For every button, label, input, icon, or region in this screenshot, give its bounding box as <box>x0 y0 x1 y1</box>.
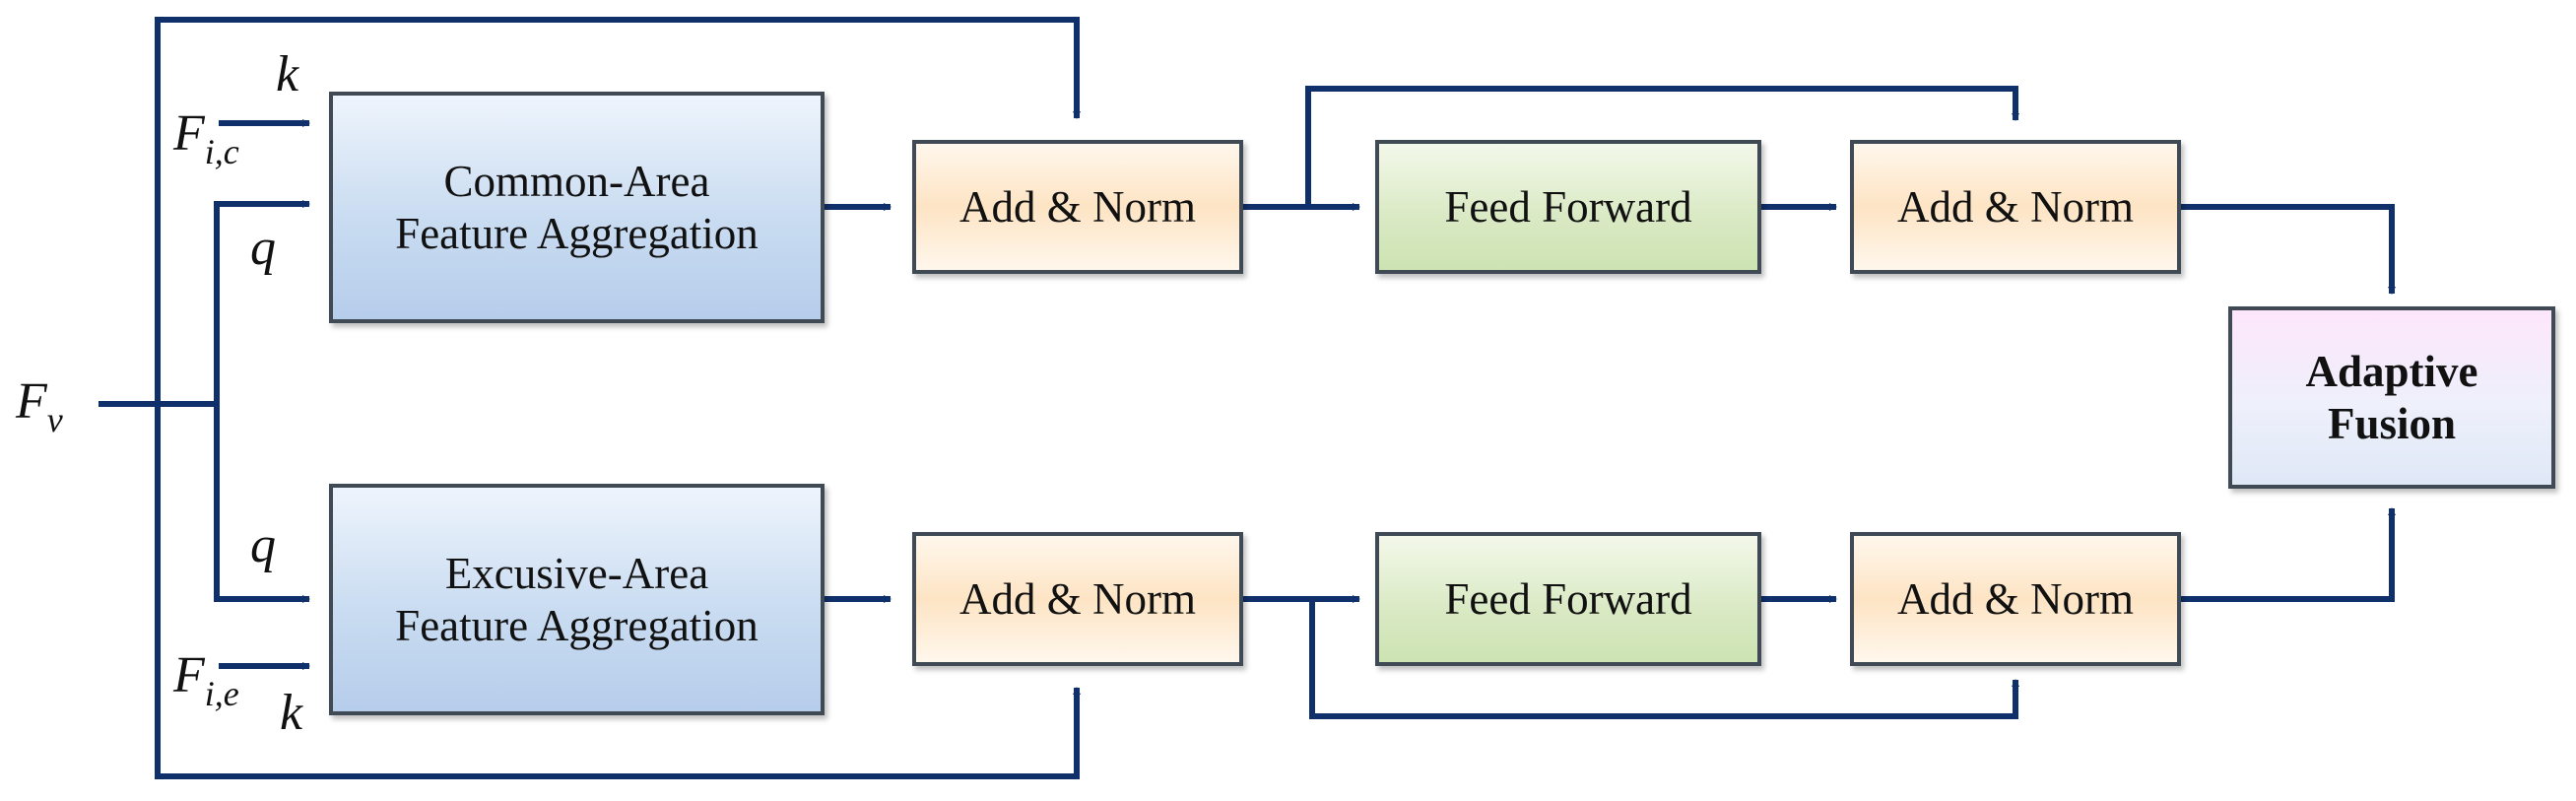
add-norm-4-label: Add & Norm <box>1897 573 2134 624</box>
add-norm-box-1: Add & Norm <box>912 140 1243 274</box>
skip-top <box>1305 86 2019 207</box>
common-area-aggregation-box: Common-Area Feature Aggregation <box>329 92 825 323</box>
exclusive-area-aggregation-box: Excusive-Area Feature Aggregation <box>329 484 825 715</box>
feed-forward-2-label: Feed Forward <box>1444 573 1692 624</box>
addnorm-to-fusion-bottom <box>2181 507 2396 602</box>
q-arrow-common <box>214 200 310 404</box>
adaptive-fusion-box: Adaptive Fusion <box>2228 306 2555 489</box>
q-arrow-exclusive <box>214 404 310 603</box>
exclusive-agg-line-1: Excusive-Area <box>444 548 709 598</box>
q-label-bottom: q <box>250 517 276 573</box>
add-norm-box-2: Add & Norm <box>1850 140 2181 274</box>
add-norm-3-label: Add & Norm <box>959 573 1196 624</box>
k-label-bottom: k <box>280 685 303 741</box>
fv-label: Fv <box>16 373 63 439</box>
adaptive-fusion-line-2: Fusion <box>2327 398 2457 448</box>
fic-label: Fi,c <box>173 105 239 171</box>
feed-forward-box-1: Feed Forward <box>1375 140 1761 274</box>
common-agg-line-2: Feature Aggregation <box>395 208 759 258</box>
fv-base: F <box>16 373 47 430</box>
residual-line-bottom <box>155 404 1081 779</box>
common-agg-line-1: Common-Area <box>443 156 710 206</box>
fie-base: F <box>173 647 205 703</box>
exclusive-agg-line-2: Feature Aggregation <box>395 600 759 650</box>
fie-sub: i,e <box>204 674 239 713</box>
fie-label: Fi,e <box>173 647 239 713</box>
fv-sub: v <box>46 400 63 439</box>
fic-sub: i,c <box>204 132 239 171</box>
adaptive-fusion-line-1: Adaptive <box>2305 346 2478 396</box>
residual-line-top <box>155 17 1081 404</box>
skip-bottom <box>1309 599 2019 719</box>
feed-forward-box-2: Feed Forward <box>1375 532 1761 666</box>
add-norm-box-3: Add & Norm <box>912 532 1243 666</box>
add-norm-1-label: Add & Norm <box>959 181 1196 232</box>
add-norm-2-label: Add & Norm <box>1897 181 2134 232</box>
addnorm-to-fusion-top <box>2181 204 2396 295</box>
feed-forward-1-label: Feed Forward <box>1444 181 1692 232</box>
fic-base: F <box>173 105 205 162</box>
add-norm-box-4: Add & Norm <box>1850 532 2181 666</box>
k-label-top: k <box>276 46 299 102</box>
q-label-top: q <box>250 220 276 276</box>
